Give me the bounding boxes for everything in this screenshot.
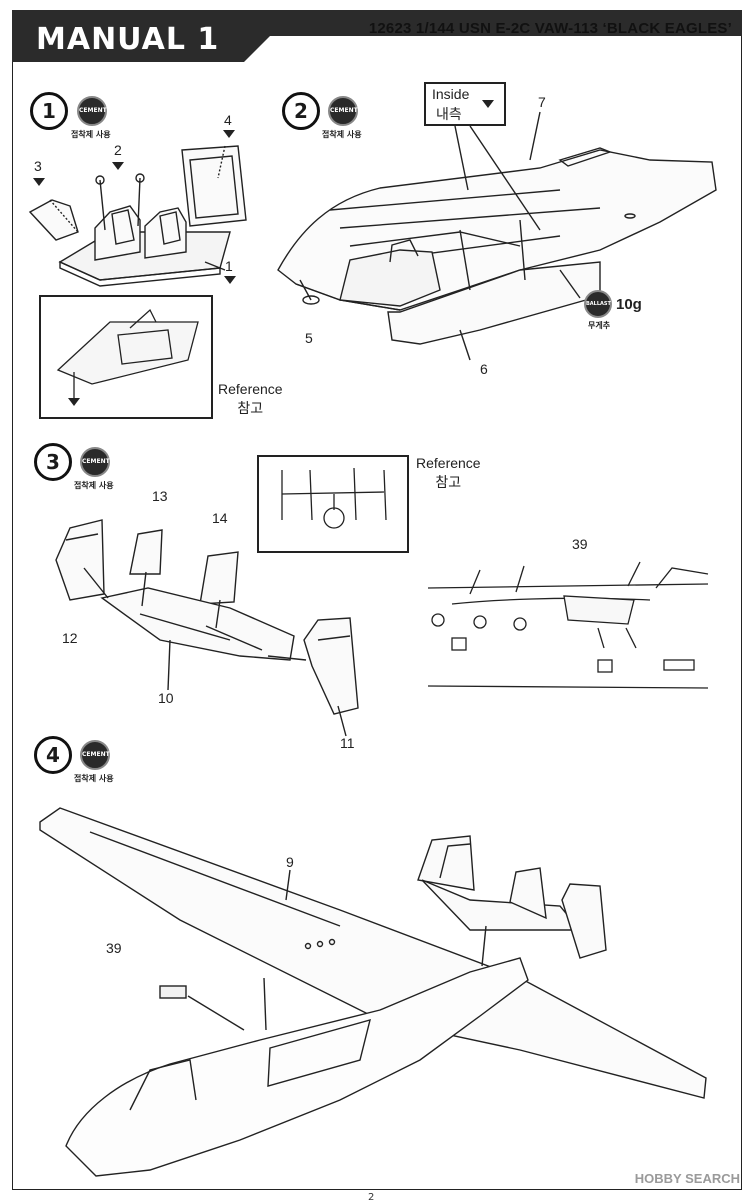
ballast-weight: 10g [616,296,642,313]
reference-en: Reference [416,455,481,471]
cement-caption: 접착제 사용 [322,130,362,139]
part-label-13: 13 [152,488,168,504]
part-label-2: 2 [114,142,122,158]
part-label-1: 1 [225,258,233,274]
part-label-5: 5 [305,330,313,346]
reference-ko: 참고 [237,400,264,416]
cement-caption: 접착제 사용 [74,481,114,490]
part-label-6: 6 [480,361,488,377]
step-number-2: 2 [282,92,320,130]
part-label-12: 12 [62,630,78,646]
watermark: HOBBY SEARCH [634,1171,740,1186]
part-label-9: 9 [286,854,294,870]
part-label-10: 10 [158,690,174,706]
cement-icon: CEMENT [80,740,110,770]
part-label-3: 3 [34,158,42,174]
step-number-3: 3 [34,443,72,481]
inside-en: Inside [432,86,470,102]
ballast-icon: BALLAST [584,290,612,318]
part-label-11: 11 [340,735,355,751]
part-label-39: 39 [572,536,588,552]
cement-caption: 접착제 사용 [71,130,111,139]
cement-icon: CEMENT [77,96,107,126]
ballast-caption: 무게추 [588,321,611,330]
inside-ko: 내측 [436,106,462,122]
inside-box [424,82,506,126]
reference-ko: 참고 [435,474,462,490]
cement-caption: 접착제 사용 [74,774,114,783]
reference-label: Reference 참고 [416,454,481,492]
part-label-7: 7 [538,94,546,110]
cement-icon: CEMENT [328,96,358,126]
cement-icon: CEMENT [80,447,110,477]
kit-subtitle: 12623 1/144 USN E-2C VAW-113 ‘BLACK EAGL… [368,20,732,37]
reference-en: Reference [218,381,283,397]
part-label-39: 39 [106,940,122,956]
page-number: 2 [368,1192,375,1203]
reference-label: Reference 참고 [218,380,283,418]
step-number-4: 4 [34,736,72,774]
part-label-14: 14 [212,510,228,526]
page-title: MANUAL 1 [36,22,220,57]
step-number-1: 1 [30,92,68,130]
part-label-4: 4 [224,112,232,128]
